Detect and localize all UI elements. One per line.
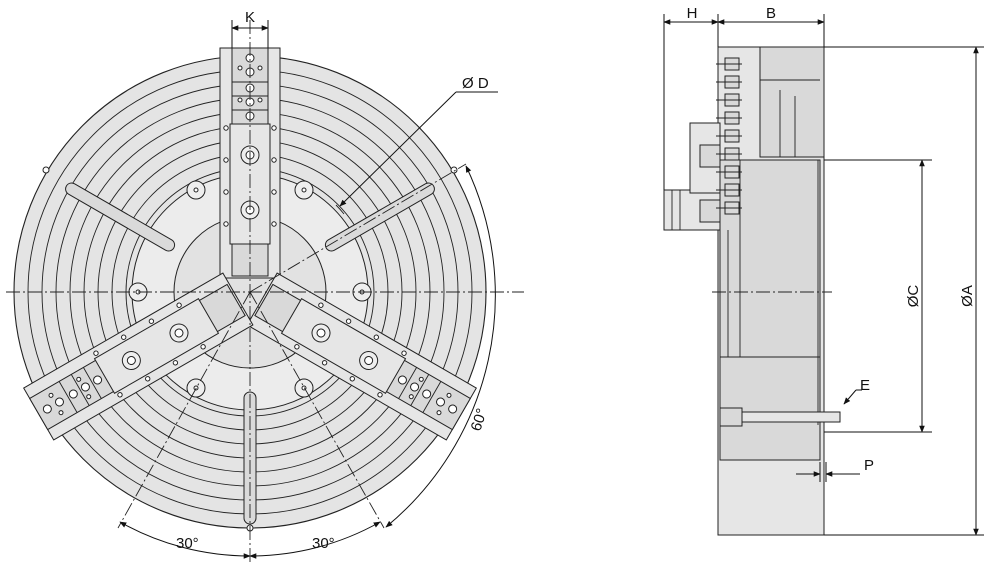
side-screws xyxy=(716,57,742,215)
side-jaw xyxy=(663,122,721,231)
a-label: ØA xyxy=(959,285,976,307)
b-label: B xyxy=(766,5,776,22)
e-bolt xyxy=(719,407,841,427)
side-view: H B ØC ØA E P xyxy=(663,5,984,536)
c-label: ØC xyxy=(905,285,922,308)
c-dimension: ØC xyxy=(824,159,932,433)
k-dimension: K xyxy=(231,9,269,48)
d-label: Ø D xyxy=(462,75,489,92)
side-top-step xyxy=(759,46,825,158)
e-label: E xyxy=(860,377,870,394)
k-label: K xyxy=(245,9,255,26)
hb-dimensions: H B xyxy=(663,5,825,190)
h-label: H xyxy=(687,5,698,22)
angle-60-label: 60° xyxy=(468,406,491,433)
p-dimension: P xyxy=(796,457,874,482)
front-view: K Ø D 60° 30° 30° xyxy=(6,9,524,562)
a-dimension: ØA xyxy=(824,46,984,536)
d-diameter-arc xyxy=(335,204,345,215)
angle-30-left-label: 30° xyxy=(176,535,199,552)
angle-30-dimensions: 30° 30° xyxy=(119,521,381,559)
p-label: P xyxy=(864,457,874,474)
angle-30-right-label: 30° xyxy=(312,535,335,552)
d-leader: Ø D xyxy=(339,75,498,207)
e-leader: E xyxy=(843,377,870,405)
angle-60-dimension: 60° xyxy=(385,165,496,528)
